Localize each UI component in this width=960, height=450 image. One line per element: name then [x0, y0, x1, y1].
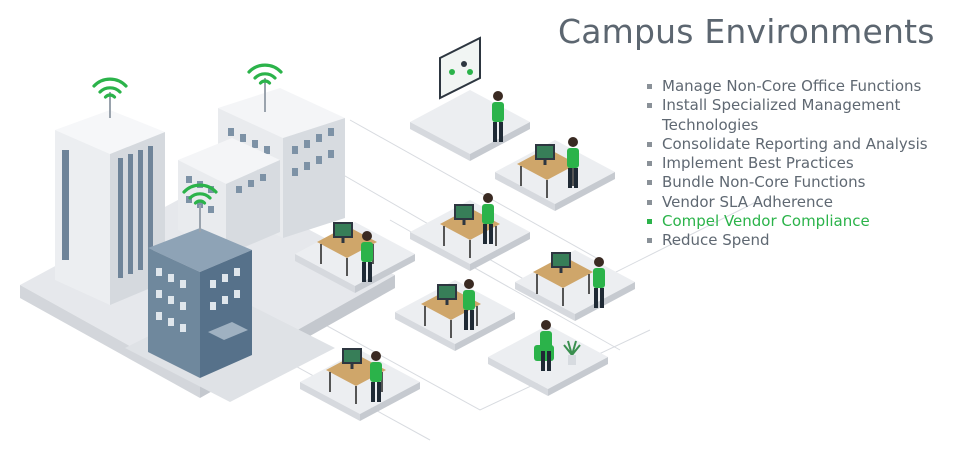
list-item: Reduce Spend [646, 231, 946, 250]
list-item-label: Consolidate Reporting and Analysis [662, 134, 928, 153]
list-item: Bundle Non-Core Functions [646, 173, 946, 192]
list-item: Install Specialized Management Technolog… [646, 96, 946, 135]
square-bullet-icon [647, 238, 652, 244]
building-middle [178, 138, 280, 255]
page-title: Campus Environments [558, 12, 935, 51]
list-item-highlighted: Compel Vendor Compliance [646, 212, 946, 231]
list-item-label: Implement Best Practices [662, 154, 854, 173]
workstation-whiteboard [410, 36, 530, 161]
square-bullet-icon [647, 219, 652, 225]
square-bullet-icon [647, 161, 652, 167]
workstation-desk-3 [515, 250, 635, 321]
benefit-list: Manage Non-Core Office Functions Install… [646, 77, 946, 251]
workstation-desk-5 [300, 348, 420, 421]
list-item-label: Manage Non-Core Office Functions [662, 77, 922, 95]
list-item: Consolidate Reporting and Analysis [646, 135, 946, 154]
square-bullet-icon [647, 180, 652, 186]
workstation-desk-4 [395, 279, 515, 351]
list-item-label: Vendor SLA Adherence [662, 192, 834, 211]
list-item: Manage Non-Core Office Functions [646, 77, 946, 96]
list-item: Implement Best Practices [646, 154, 946, 173]
wifi-icon [92, 77, 128, 99]
square-bullet-icon [647, 199, 652, 205]
workstation-lounge [488, 320, 608, 396]
square-bullet-icon [647, 141, 652, 147]
list-item-label: Install Specialized Management Technolog… [662, 96, 901, 134]
list-item-label: Compel Vendor Compliance [662, 212, 870, 231]
list-item-label: Reduce Spend [662, 231, 770, 250]
workstation-desk-2 [410, 193, 530, 271]
wifi-icon [247, 63, 283, 85]
building-blue [148, 205, 252, 378]
list-item: Vendor SLA Adherence [646, 193, 946, 212]
square-bullet-icon [647, 103, 652, 109]
square-bullet-icon [647, 84, 652, 89]
list-item-label: Bundle Non-Core Functions [662, 173, 866, 192]
workstation-desk-1 [495, 137, 615, 211]
